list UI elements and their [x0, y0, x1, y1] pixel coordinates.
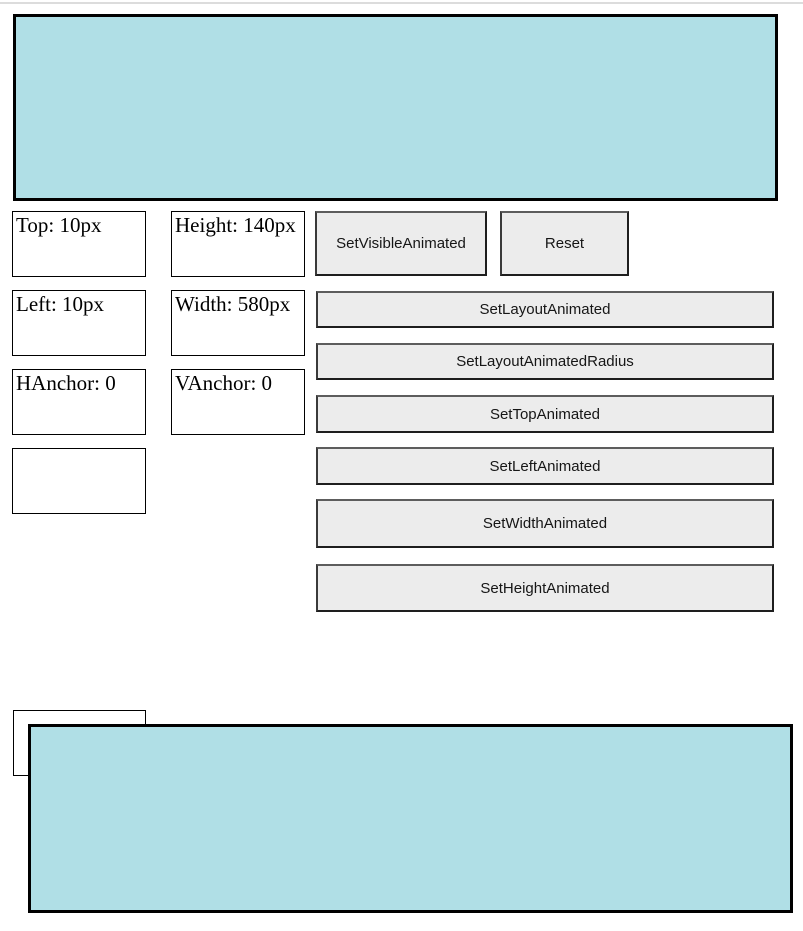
status-vanchor-label: VAnchor: 0: [175, 371, 273, 395]
status-box-left: Left: 10px: [12, 290, 146, 356]
set-layout-animated-radius-button[interactable]: SetLayoutAnimatedRadius: [316, 343, 774, 380]
set-visible-animated-button[interactable]: SetVisibleAnimated: [315, 211, 487, 276]
top-divider: [0, 2, 803, 4]
set-height-animated-button[interactable]: SetHeightAnimated: [316, 564, 774, 612]
status-box-hanchor: HAnchor: 0: [12, 369, 146, 435]
status-box-empty: [12, 448, 146, 514]
status-hanchor-label: HAnchor: 0: [16, 371, 116, 395]
status-left-label: Left: 10px: [16, 292, 105, 316]
set-layout-animated-button[interactable]: SetLayoutAnimated: [316, 291, 774, 328]
bottom-animated-rectangle: [28, 724, 793, 913]
set-width-animated-button[interactable]: SetWidthAnimated: [316, 499, 774, 548]
set-top-animated-button[interactable]: SetTopAnimated: [316, 395, 774, 433]
top-animated-rectangle: [13, 14, 778, 201]
status-box-top: Top: 10px: [12, 211, 146, 277]
status-box-vanchor: VAnchor: 0: [171, 369, 305, 435]
status-width-label: Width: 580px: [175, 292, 291, 316]
set-left-animated-button[interactable]: SetLeftAnimated: [316, 447, 774, 485]
status-height-label: Height: 140px: [175, 213, 296, 237]
status-top-label: Top: 10px: [16, 213, 102, 237]
reset-button[interactable]: Reset: [500, 211, 629, 276]
status-box-height: Height: 140px: [171, 211, 305, 277]
status-box-width: Width: 580px: [171, 290, 305, 356]
